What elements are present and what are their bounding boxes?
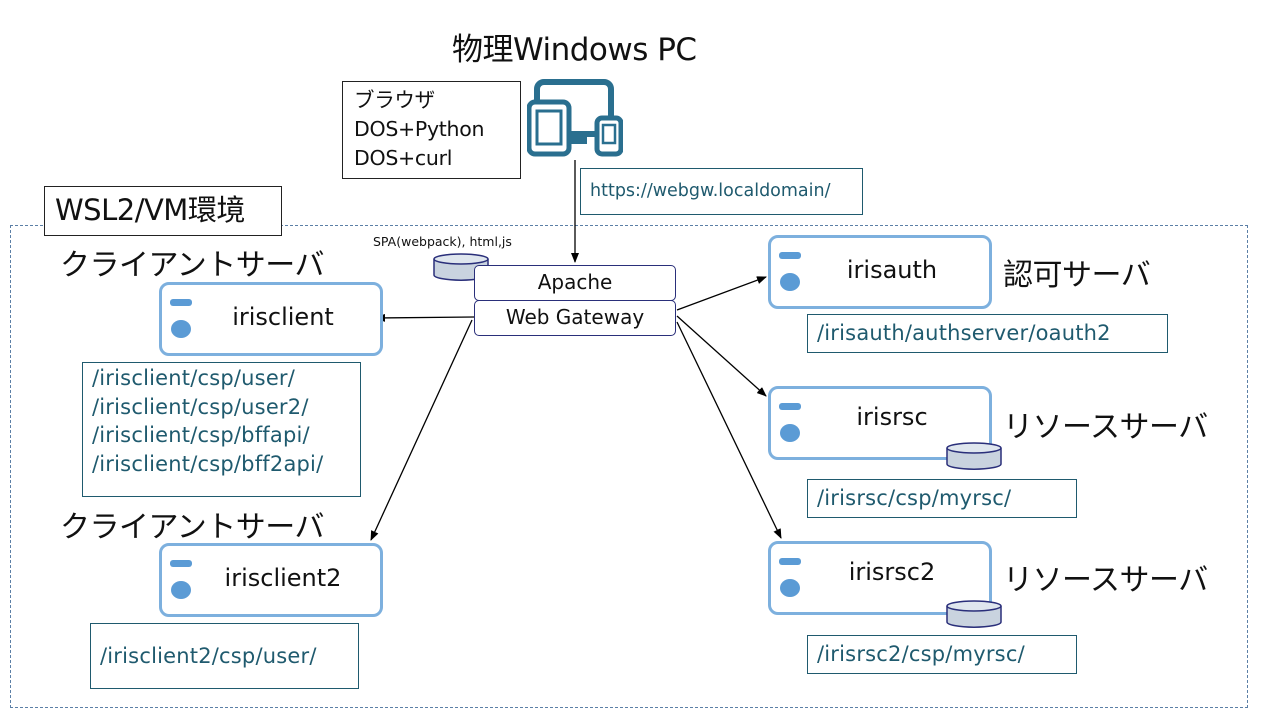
database-icon xyxy=(946,600,1002,628)
server-led-icon xyxy=(171,581,191,599)
server-indicator-icon xyxy=(170,299,192,306)
irisclient2-paths: /irisclient2/csp/user/ xyxy=(90,623,359,689)
gateway-url: https://webgw.localdomain/ xyxy=(580,168,863,215)
server-indicator-icon xyxy=(170,560,192,567)
client-tools-box: ブラウザ DOS+Python DOS+curl xyxy=(342,81,521,179)
tool-dos-curl: DOS+curl xyxy=(354,146,453,170)
auth-server-role-label: 認可サーバ xyxy=(1003,258,1151,293)
server-indicator-icon xyxy=(779,252,801,259)
path-item: /irisclient/csp/user/ xyxy=(92,366,296,390)
server-name: irisclient2 xyxy=(224,564,342,592)
server-led-icon xyxy=(780,273,800,291)
database-icon xyxy=(946,442,1002,470)
server-indicator-icon xyxy=(779,403,801,410)
spa-label: SPA(webpack), html,js xyxy=(373,234,512,249)
server-led-icon xyxy=(780,424,800,442)
environment-region xyxy=(10,225,1248,708)
path-item: /irisclient/csp/bff2api/ xyxy=(92,451,324,476)
server-irisclient2: irisclient2 xyxy=(159,543,383,617)
arrow-to-irisclient xyxy=(375,313,475,322)
resource-server-role-label: リソースサーバ xyxy=(1003,563,1208,598)
path-item: /irisclient/csp/user2/ xyxy=(92,394,309,419)
server-name: irisrsc xyxy=(856,403,928,431)
server-led-icon xyxy=(780,579,800,597)
path-item: /irisrsc2/csp/myrsc/ xyxy=(817,642,1025,666)
arrow-to-irisauth xyxy=(676,276,767,311)
server-name: irisrsc2 xyxy=(848,558,936,586)
server-irisauth: irisauth xyxy=(768,235,992,309)
client-server-role-label: クライアントサーバ xyxy=(60,510,325,545)
server-name: irisclient xyxy=(232,303,334,331)
apache-box: Apache xyxy=(474,265,676,301)
path-item: /irisrsc/csp/myrsc/ xyxy=(817,486,1012,510)
arrow-to-irisclient2 xyxy=(370,319,473,541)
server-led-icon xyxy=(171,320,191,338)
tool-dos-python: DOS+Python xyxy=(354,117,485,141)
arrow-to-irisrsc xyxy=(676,315,767,397)
path-item: /irisclient/csp/bffapi/ xyxy=(92,423,310,447)
path-item: /irisauth/authserver/oauth2 xyxy=(817,321,1111,345)
irisclient-paths: /irisclient/csp/user/ /irisclient/csp/us… xyxy=(82,362,361,497)
server-irisclient: irisclient xyxy=(159,282,383,356)
server-indicator-icon xyxy=(779,558,801,565)
irisrsc-paths: /irisrsc/csp/myrsc/ xyxy=(807,479,1077,518)
resource-server-role-label: リソースサーバ xyxy=(1003,410,1208,445)
tool-browser: ブラウザ xyxy=(354,88,435,112)
web-gateway-box: Web Gateway xyxy=(474,300,676,336)
client-server-role-label: クライアントサーバ xyxy=(60,248,325,283)
devices-icon xyxy=(527,79,623,157)
irisrsc2-paths: /irisrsc2/csp/myrsc/ xyxy=(807,635,1077,674)
environment-label: WSL2/VM環境 xyxy=(44,186,282,236)
pc-title: 物理Windows PC xyxy=(452,32,697,68)
server-name: irisauth xyxy=(846,256,938,284)
arrow-to-irisrsc2 xyxy=(676,321,782,539)
irisauth-paths: /irisauth/authserver/oauth2 xyxy=(807,314,1168,353)
path-item: /irisclient2/csp/user/ xyxy=(100,644,317,668)
